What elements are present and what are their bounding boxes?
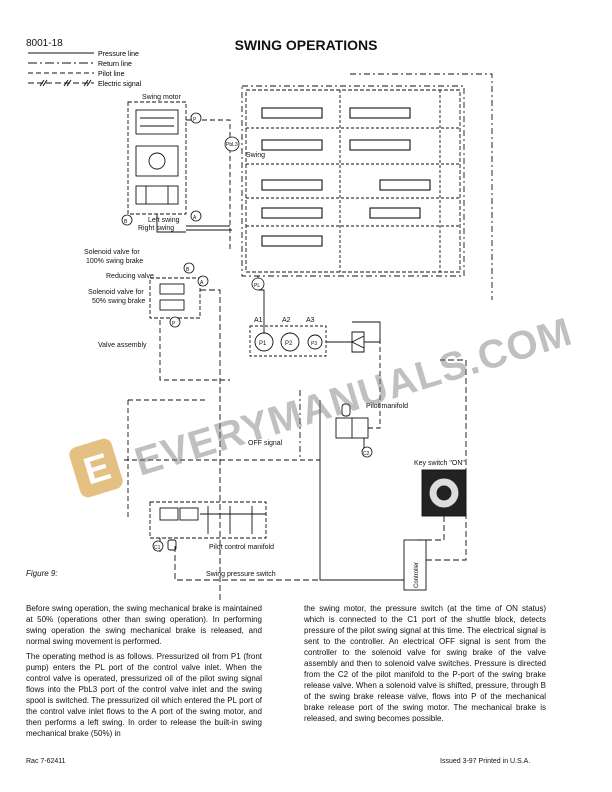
footer-doc-code: Rac 7-62411 [26,758,66,765]
legend-electric-label: Electric signal [98,81,142,88]
swing-hydraulic-diagram: Swing motor P B A Left swing Right swing… [69,73,578,600]
everymanuals-watermark: E EVERYMANUALS.COM [69,310,578,498]
label-port-p-valve: P [172,321,176,327]
label-a1: A1 [254,317,263,324]
label-solenoid-50-line2: 50% swing brake [92,298,145,305]
swing-motor-block [127,101,187,215]
label-controller: Controller [414,562,420,588]
legend-pressure-label: Pressure line [98,51,139,58]
pump-p2 [280,332,300,352]
label-solenoid-50-line1: Solenoid valve for [88,289,144,296]
controller-box [403,539,427,591]
label-reducing-valve: Reducing valve [106,273,154,280]
page-title: SWING OPERATIONS [234,37,378,53]
brake-cylinder [135,109,179,135]
label-swing: Swing [246,152,265,159]
legend-return-label: Return line [98,61,132,68]
watermark-text: EVERYMANUALS.COM [130,310,578,485]
label-port-b-valve: B [186,267,190,273]
doc-number: 8001-18 [26,38,63,49]
label-port-a-motor: A [193,215,197,221]
label-port-pl: PL [254,283,260,289]
label-off-signal: OFF signal [248,440,283,447]
label-valve-assembly: Valve assembly [98,342,147,349]
label-port-pbl3: PbL3 [226,142,238,148]
label-solenoid-100-line1: Solenoid valve for [84,249,140,256]
body-paragraph: the swing motor, the pressure switch (at… [304,604,546,723]
label-left-swing: Left swing [148,217,180,224]
label-solenoid-50: Solenoid valve for 50% swing brake [88,289,146,305]
figure-caption: Figure 9: [26,569,58,578]
label-p3: P3 [311,341,317,347]
control-valve-frame [241,85,465,277]
label-port-a-valve: A [200,280,204,286]
footer-issue-info: Issued 3-97 Printed in U.S.A. [440,758,531,765]
label-swing-pressure-switch: Swing pressure switch [206,571,276,578]
body-paragraph: The operating method is as follows. Pres… [26,652,262,738]
legend-pilot-label: Pilot line [98,71,125,78]
label-solenoid-100-line2: 100% swing brake [86,258,143,265]
body-paragraph: Before swing operation, the swing mechan… [26,604,262,646]
label-pilot-manifold: Pilot manifold [366,403,408,410]
label-key-switch: Key switch "ON" [414,460,465,467]
label-p2: P2 [285,341,293,347]
motor-valve-block [135,145,179,177]
body-right-column: the swing motor, the pressure switch (at… [304,603,546,728]
label-c2: C2 [363,451,370,457]
label-pilot-control-manifold: Pilot control manifold [209,544,274,551]
label-port-b-motor: B [124,219,128,225]
label-solenoid-100: Solenoid valve for 100% swing brake [84,249,143,265]
body-left-column: Before swing operation, the swing mechan… [26,603,262,743]
label-right-swing: Right swing [138,225,174,232]
pilot-control-manifold-block [149,501,267,539]
label-swing-motor: Swing motor [142,94,182,101]
label-a3: A3 [306,317,315,324]
label-port-p: P [193,117,197,123]
label-p1: P1 [259,341,267,347]
motor-symbol [148,152,166,170]
line-legend: Pressure line Return line Pilot line Ele… [28,51,142,88]
label-a2: A2 [282,317,291,324]
pump-p3 [307,334,323,350]
label-c1: C1 [154,545,161,551]
